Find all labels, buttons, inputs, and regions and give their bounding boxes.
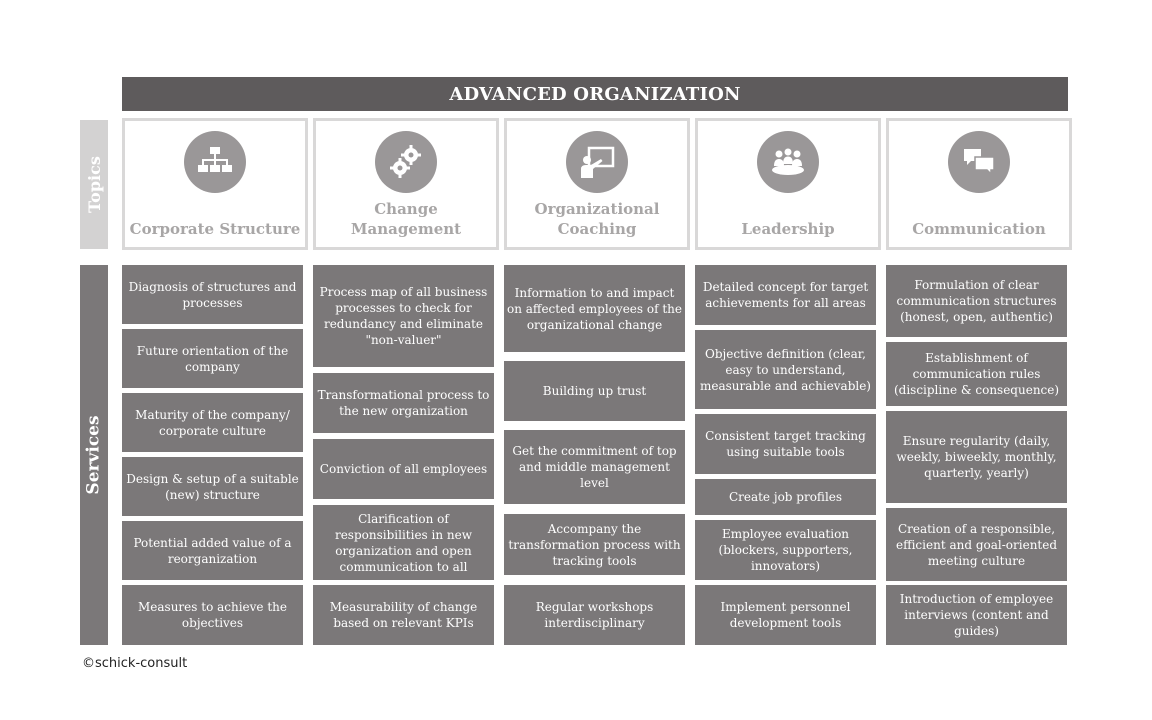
service-cell: Employee evaluation (blockers, supporter… [695, 520, 876, 580]
service-cell: Design & setup of a suitable (new) struc… [122, 457, 303, 516]
topic-label: Corporate Structure [129, 220, 301, 238]
services-column-leadership: Detailed concept for target achievements… [695, 265, 876, 645]
service-cell: Create job profiles [695, 479, 876, 515]
services-row-label: Services [80, 265, 108, 645]
service-cell: Information to and impact on affected em… [504, 265, 685, 352]
chat-bubbles-icon [948, 131, 1010, 193]
gears-icon [375, 131, 437, 193]
service-cell: Establishment of communication rules (di… [886, 342, 1067, 406]
service-cell: Potential added value of a reorganizatio… [122, 521, 303, 580]
service-cell: Formulation of clear communication struc… [886, 265, 1067, 337]
service-cell: Consistent target tracking using suitabl… [695, 414, 876, 474]
service-cell: Building up trust [504, 361, 685, 421]
presentation-board-icon [566, 131, 628, 193]
topic-card-communication: Communication [886, 118, 1072, 250]
topic-card-corporate-structure: Corporate Structure [122, 118, 308, 250]
topic-label: Organizational Coaching [534, 200, 660, 238]
services-column-organizational-coaching: Information to and impact on affected em… [504, 265, 685, 645]
service-cell: Detailed concept for target achievements… [695, 265, 876, 325]
topic-label: Communication [912, 220, 1046, 238]
service-cell: Measurability of change based on relevan… [313, 585, 494, 645]
service-cell: Future orientation of the company [122, 329, 303, 388]
service-cell: Get the commitment of top and middle man… [504, 430, 685, 504]
service-cell: Regular workshops interdisciplinary [504, 585, 685, 645]
copyright-footer: ©schick-consult [82, 656, 188, 671]
service-cell: Conviction of all employees [313, 439, 494, 499]
service-cell: Clarification of responsibilities in new… [313, 505, 494, 580]
service-cell: Transformational process to the new orga… [313, 373, 494, 433]
page-title: ADVANCED ORGANIZATION [122, 77, 1068, 111]
topic-card-change-management: Change Management [313, 118, 499, 250]
topic-card-leadership: Leadership [695, 118, 881, 250]
services-column-change-management: Process map of all business processes to… [313, 265, 494, 645]
topics-label-text: Topics [84, 156, 104, 213]
services-column-communication: Formulation of clear communication struc… [886, 265, 1067, 645]
service-cell: Ensure regularity (daily, weekly, biweek… [886, 411, 1067, 503]
service-cell: Maturity of the company/ corporate cultu… [122, 393, 303, 452]
services-label-text: Services [84, 415, 104, 495]
team-meeting-icon [757, 131, 819, 193]
services-column-corporate-structure: Diagnosis of structures and processes Fu… [122, 265, 303, 645]
service-cell: Implement personnel development tools [695, 585, 876, 645]
service-cell: Process map of all business processes to… [313, 265, 494, 367]
service-cell: Diagnosis of structures and processes [122, 265, 303, 324]
service-cell: Introduction of employee interviews (con… [886, 585, 1067, 645]
service-cell: Objective definition (clear, easy to und… [695, 330, 876, 409]
service-cell: Creation of a responsible, efficient and… [886, 508, 1067, 581]
topic-label: Change Management [350, 200, 462, 238]
org-chart-icon [184, 131, 246, 193]
topic-label: Leadership [741, 220, 835, 238]
service-cell: Accompany the transformation process wit… [504, 514, 685, 575]
service-cell: Measures to achieve the objectives [122, 585, 303, 645]
topic-card-organizational-coaching: Organizational Coaching [504, 118, 690, 250]
topics-row-label: Topics [80, 120, 108, 249]
